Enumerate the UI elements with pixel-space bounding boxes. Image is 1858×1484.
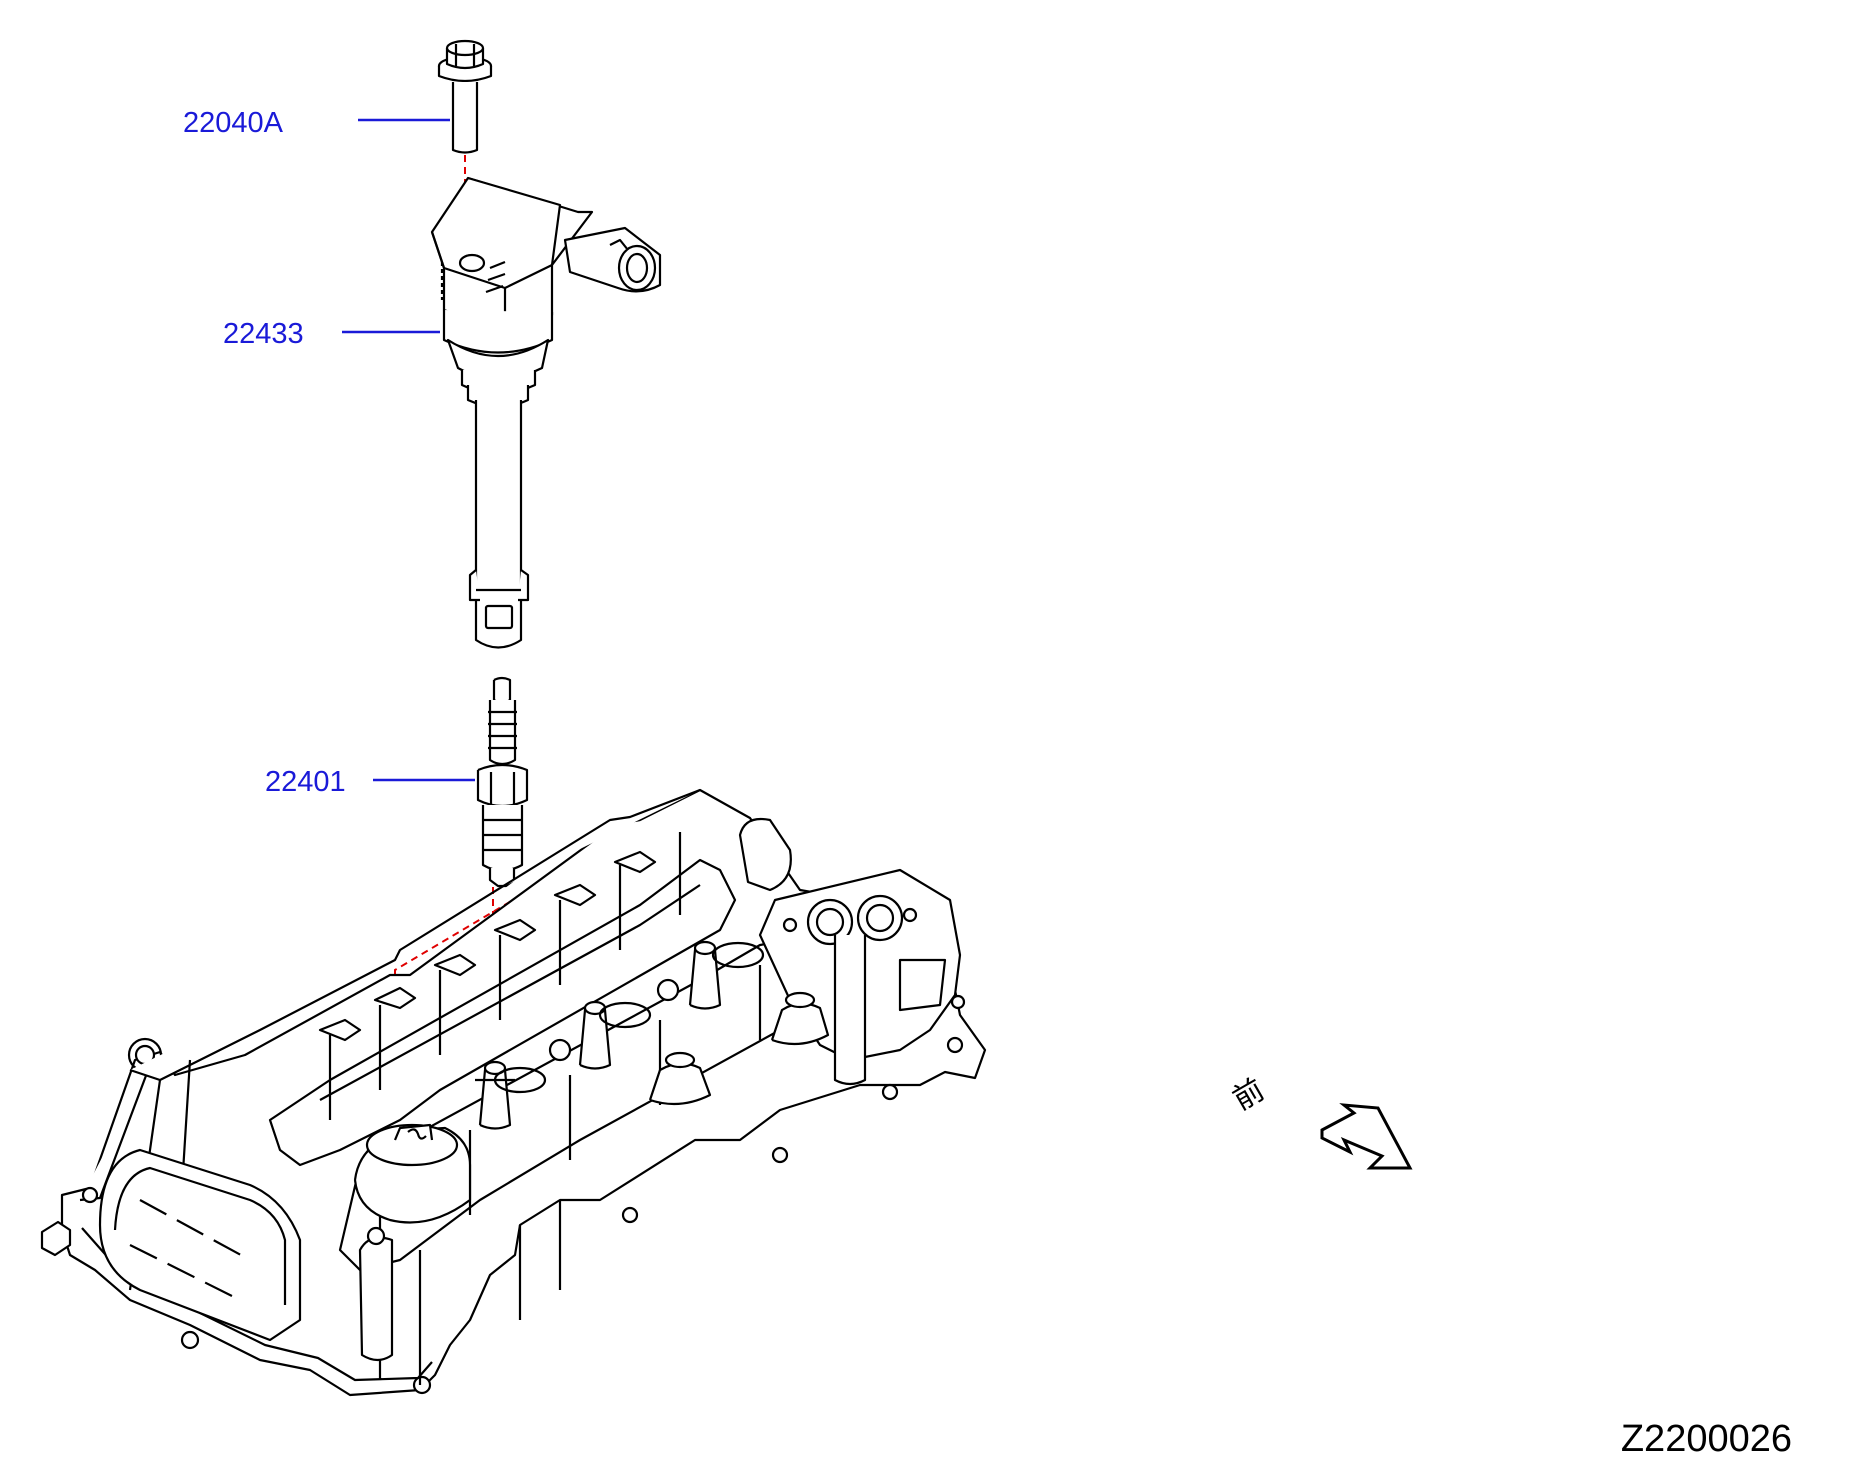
spark-plug-22401 [476,676,529,888]
leader-lines [342,118,475,782]
rocker-cover [40,788,987,1397]
callout-label-22040a: 22040A [183,107,283,139]
drawing-number: Z2200026 [1620,1418,1792,1460]
callout-label-22433: 22433 [223,318,304,350]
coil-wells [475,940,830,1130]
bolt-22040a [437,39,493,154]
callout-label-22401: 22401 [265,766,346,798]
oil-filler-cap [353,1123,472,1224]
front-direction-arrow-icon [1320,1103,1413,1170]
ignition-coil-22433 [430,176,662,649]
